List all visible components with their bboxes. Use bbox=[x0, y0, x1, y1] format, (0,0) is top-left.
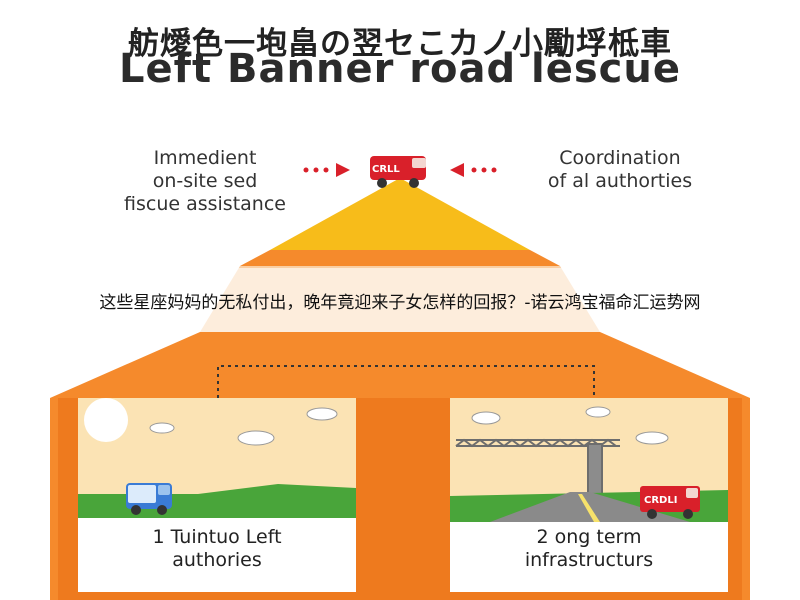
panel-2-caption: 2 ong term infrastructurs bbox=[450, 526, 728, 572]
truck-top-icon: CRLL bbox=[370, 156, 426, 188]
cloud-icon bbox=[471, 406, 669, 445]
overlay-band bbox=[0, 268, 800, 332]
panel-2-line-2: infrastructurs bbox=[524, 549, 654, 571]
cloud-icon bbox=[149, 407, 338, 446]
panel-1-line-2: authories bbox=[172, 549, 262, 571]
label-left-line-1: Immedient bbox=[153, 147, 257, 169]
arrow-left-icon bbox=[303, 163, 350, 177]
panel-1-line-1: 1 Tuintuo Left bbox=[152, 526, 282, 548]
road-line bbox=[578, 494, 600, 522]
panel-1-caption: 1 Tuintuo Left authories bbox=[78, 526, 356, 572]
panel-2-line-1: 2 ong term bbox=[536, 526, 642, 548]
pyramid-top bbox=[270, 178, 530, 250]
label-right-line-1: Coordination bbox=[559, 147, 681, 169]
sun-icon bbox=[84, 398, 128, 442]
grass-hill bbox=[78, 484, 356, 518]
label-onsite-assistance: Immedient on-site sed fiscue assistance bbox=[80, 147, 330, 216]
crane-icon bbox=[455, 438, 620, 509]
page-title: Left Banner road lescue bbox=[118, 46, 681, 92]
van-icon bbox=[126, 483, 172, 515]
overlay-caption: 这些星座妈妈的无私付出，晚年竟迎来子女怎样的回报？-诺云鸿宝福命汇运势网 bbox=[99, 293, 701, 313]
truck-top-text: CRLL bbox=[372, 164, 400, 175]
pyramid-tier-orange bbox=[240, 250, 560, 266]
label-coordination: Coordination of al authorties bbox=[505, 147, 735, 193]
panel-2: CRDLI 2 ong term infrastructurs bbox=[450, 398, 728, 592]
panel-1-illustration bbox=[78, 398, 356, 518]
arrow-right-icon bbox=[450, 163, 497, 177]
truck-icon: CRDLI bbox=[640, 486, 700, 519]
truck-panel-text: CRDLI bbox=[644, 495, 677, 506]
panel-1: 1 Tuintuo Left authories bbox=[78, 398, 356, 592]
panel-2-illustration: CRDLI bbox=[450, 398, 728, 522]
title-cjk: 舫燰色一垉畠の翌セこカノ小勵垺柢車 bbox=[128, 26, 672, 62]
label-right-line-2: of al authorties bbox=[547, 170, 693, 192]
label-left-line-2: on-site sed bbox=[152, 170, 258, 192]
label-left-line-3: fiscue assistance bbox=[124, 193, 286, 215]
